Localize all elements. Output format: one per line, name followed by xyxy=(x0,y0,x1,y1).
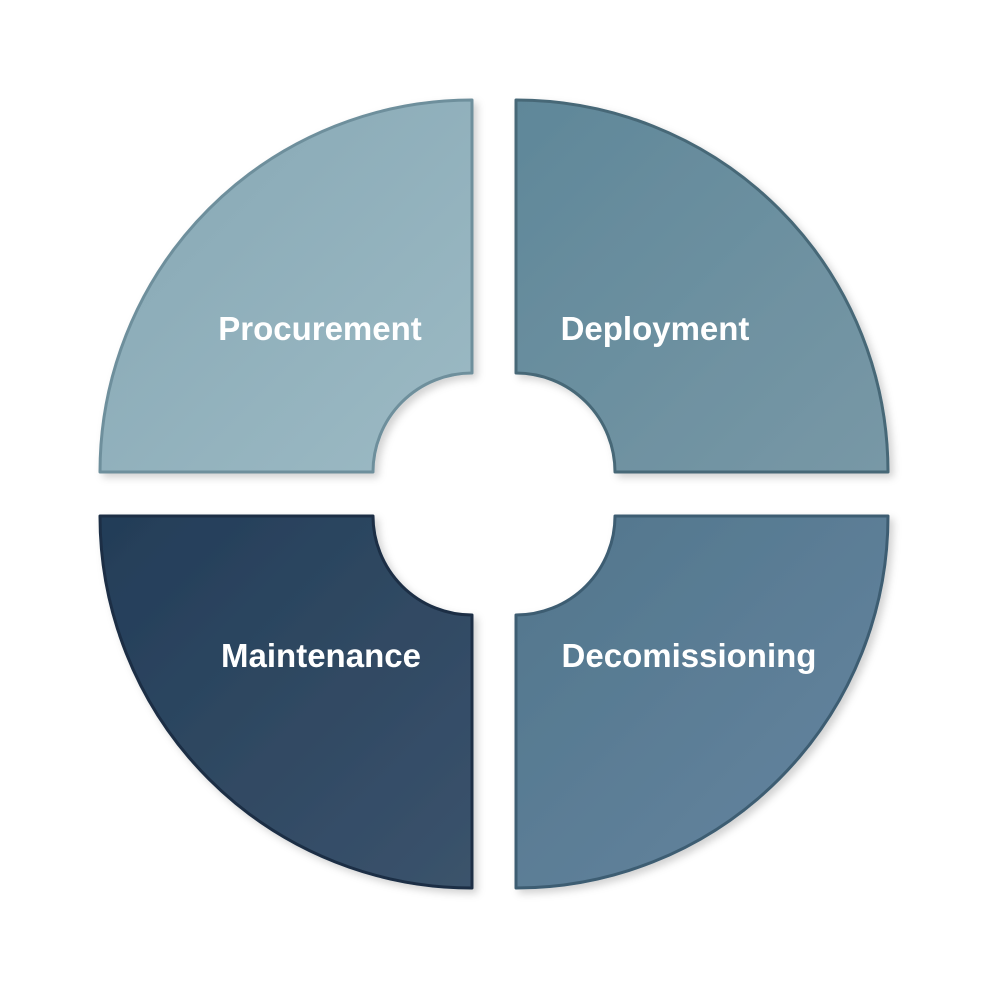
label-deployment: Deployment xyxy=(561,310,750,347)
segment-maintenance xyxy=(98,514,474,890)
segment-decomissioning xyxy=(514,514,890,890)
label-maintenance: Maintenance xyxy=(221,637,421,674)
segment-procurement xyxy=(98,98,474,474)
label-procurement: Procurement xyxy=(218,310,422,347)
label-decomissioning: Decomissioning xyxy=(562,637,817,674)
segment-deployment xyxy=(514,98,890,474)
